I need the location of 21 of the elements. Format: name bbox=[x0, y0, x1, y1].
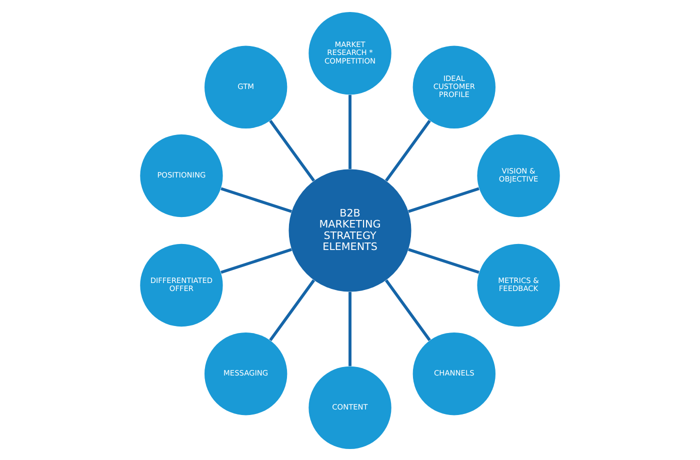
node-circle: CHANNELS bbox=[412, 332, 496, 415]
node-circle: DIFFERENTIATED OFFER bbox=[140, 243, 223, 326]
node-circle: MESSAGING bbox=[204, 332, 288, 415]
connector bbox=[384, 119, 431, 182]
node-circle: CONTENT bbox=[308, 366, 392, 449]
node-circle: POSITIONING bbox=[140, 134, 223, 217]
connector bbox=[269, 119, 316, 182]
node-circle: METRICS & FEEDBACK bbox=[477, 243, 560, 326]
connector bbox=[220, 248, 292, 274]
node-circle: GTM bbox=[204, 45, 288, 128]
connector bbox=[384, 278, 431, 341]
node-circle: MARKET RESEARCH * COMPETITION bbox=[308, 11, 392, 94]
connector bbox=[348, 291, 352, 366]
connector bbox=[269, 278, 316, 341]
connector bbox=[348, 94, 352, 169]
node-circle: IDEAL CUSTOMER PROFILE bbox=[412, 45, 496, 128]
connector bbox=[408, 186, 480, 212]
connector bbox=[220, 186, 292, 212]
connector bbox=[408, 248, 480, 274]
node-circle: B2B MARKETING STRATEGY ELEMENTS bbox=[288, 168, 412, 292]
node-circle: VISION & OBJECTIVE bbox=[477, 134, 560, 217]
